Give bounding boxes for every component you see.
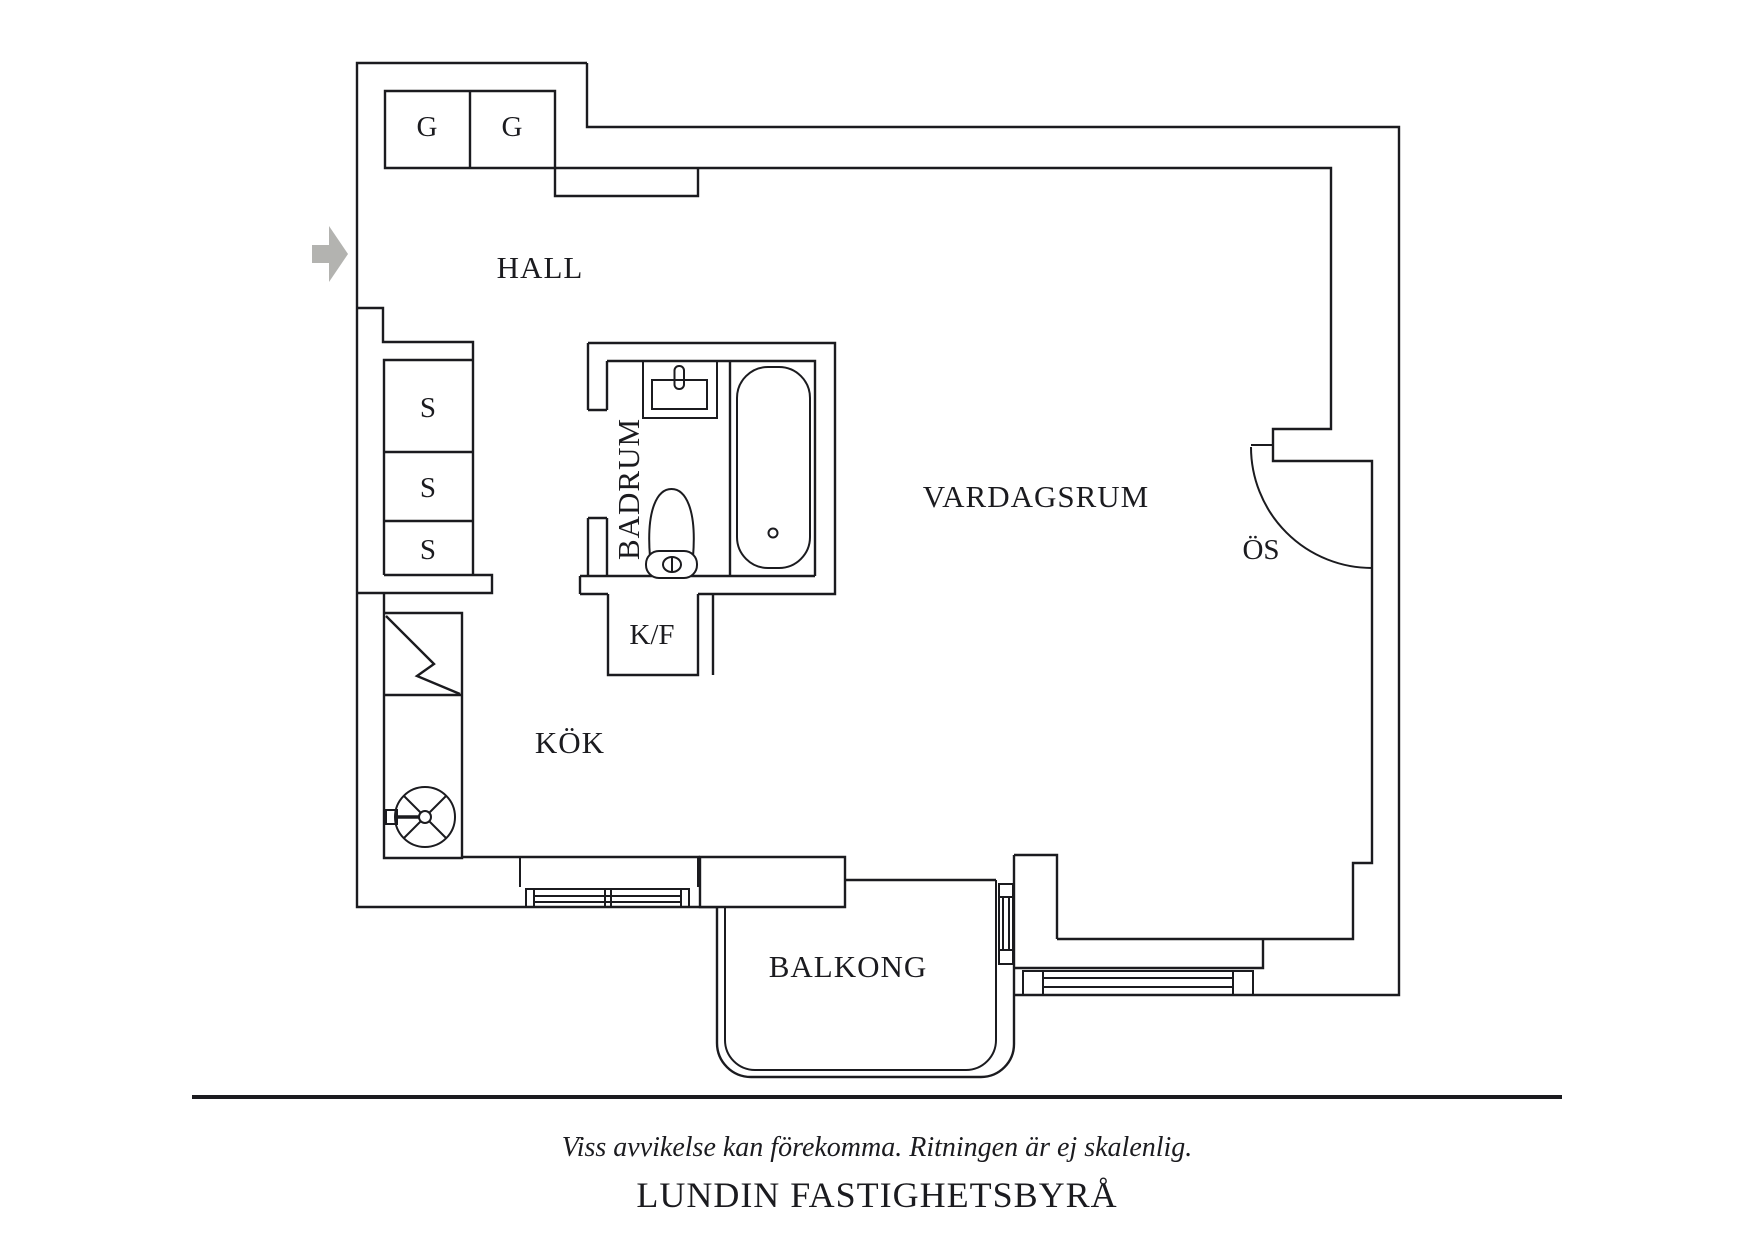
outer-wall-left: [355, 61, 717, 909]
closet-label: S: [420, 392, 436, 424]
appliance-zigzag: [385, 615, 461, 696]
room-label-vardagsrum: VARDAGSRUM: [923, 479, 1150, 514]
bathtub-drain: [767, 527, 779, 539]
wall-stub-closet-bottom: [357, 573, 494, 595]
window-glazing: [1002, 897, 1010, 950]
footer-disclaimer: Viss avvikelse kan förekomma. Ritningen …: [562, 1132, 1193, 1163]
window-caps: [999, 896, 1013, 951]
closet-label: S: [420, 472, 436, 504]
wardrobe-label: G: [502, 111, 523, 143]
window-frame: [998, 883, 1014, 965]
livingroom-window: [1022, 970, 1254, 996]
kf-label: K/F: [629, 619, 674, 651]
entry-arrow-icon: [312, 226, 348, 282]
wardrobe-label: G: [417, 111, 438, 143]
inner-wall-top-right: [555, 166, 1374, 941]
wall-stub-hall: [357, 306, 475, 575]
balcony-door-threshold: [698, 855, 847, 909]
balcony-outline-outer: [715, 855, 1016, 1079]
room-label-kok: KÖK: [535, 725, 605, 760]
window-caps: [1042, 971, 1234, 995]
bathroom-fixtures: [642, 360, 811, 579]
bathroom-bottom-stub: [578, 576, 608, 596]
door-swing-arc: [1250, 446, 1373, 569]
os-door: [1250, 444, 1373, 569]
kitchen-fixtures: [385, 786, 456, 848]
window-caps: [533, 889, 682, 907]
window-glazing: [534, 895, 681, 903]
stove-hub: [418, 810, 432, 824]
toilet-bowl: [648, 487, 695, 558]
stove-icon: [394, 786, 456, 848]
os-label: ÖS: [1242, 534, 1279, 566]
room-label-badrum: BADRUM: [611, 418, 646, 560]
wall-pillar: [1014, 853, 1059, 939]
balcony: [698, 853, 1059, 1079]
bathtub: [736, 366, 811, 569]
kf-box: [606, 594, 700, 677]
window-frame: [1022, 970, 1254, 996]
closet-box: [382, 358, 473, 575]
bathroom-left-upper: [586, 343, 609, 412]
bathroom-outer: [588, 341, 837, 596]
sink-faucet-icon: [673, 365, 685, 390]
window-glazing: [1043, 977, 1233, 988]
footer-brand: LUNDIN FASTIGHETSBYRÅ: [636, 1175, 1117, 1215]
room-label-hall: HALL: [497, 250, 584, 285]
bathroom-left-lower: [586, 516, 609, 576]
inner-wall-window-step: [1015, 939, 1265, 970]
window-niche: [519, 857, 699, 887]
sink: [642, 360, 718, 419]
window-frame: [525, 888, 690, 908]
sink-basin: [651, 379, 708, 410]
outer-walls: [355, 61, 1401, 997]
outer-wall-top-right: [585, 63, 1401, 997]
closet-label: S: [420, 534, 436, 566]
balcony-side-window: [998, 883, 1014, 965]
hall-closets: [357, 89, 700, 595]
wall-stub-top: [553, 168, 700, 198]
balcony-outline-inner: [724, 880, 997, 1071]
kitchen-window: [519, 857, 699, 908]
kitchen-counter: [382, 593, 700, 860]
room-label-balkong: BALKONG: [769, 949, 928, 984]
